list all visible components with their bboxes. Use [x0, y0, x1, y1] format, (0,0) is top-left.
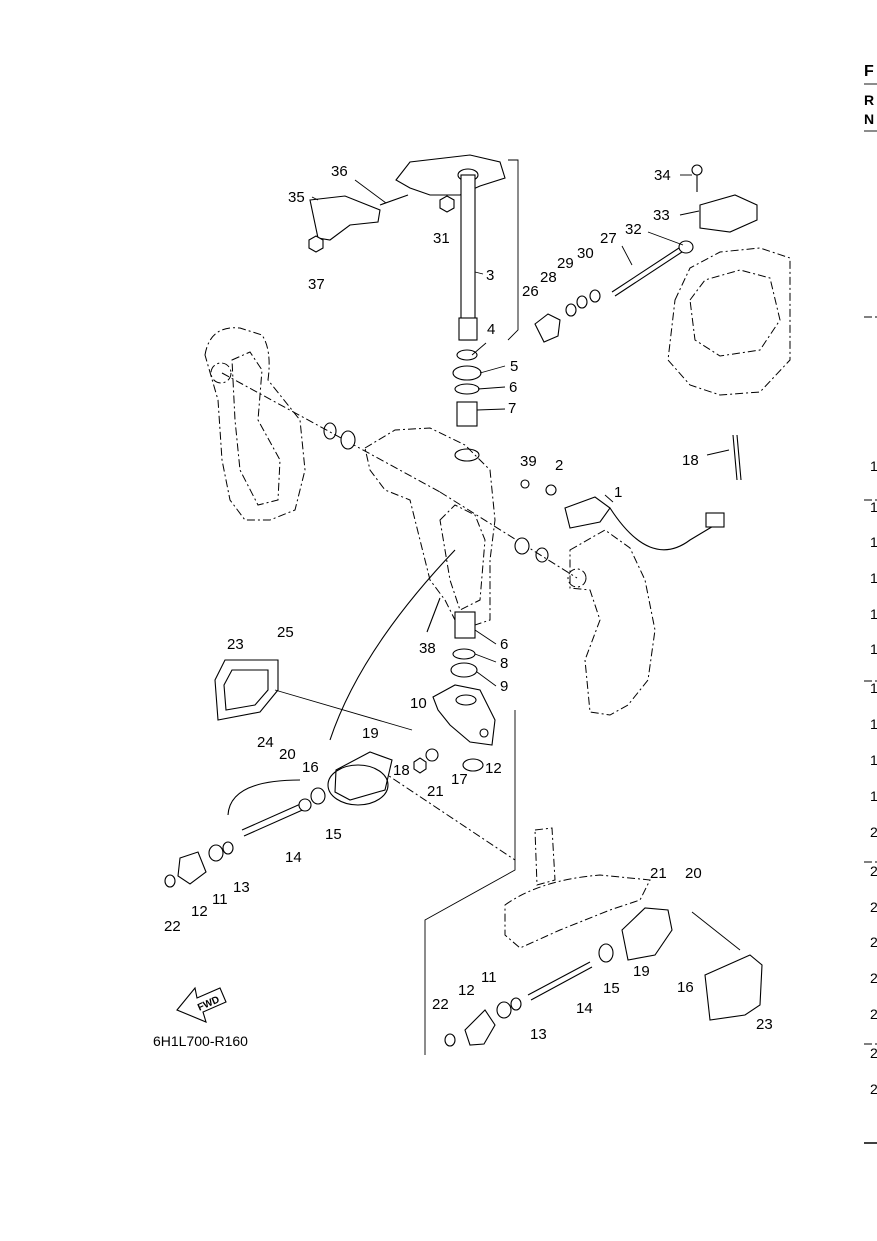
- phantom-outlines: [204, 247, 791, 949]
- edge-row-number: 2: [870, 1006, 877, 1022]
- callout-label: 19: [362, 725, 379, 742]
- callout-label: 11: [481, 969, 497, 986]
- edge-row-number: 2: [870, 824, 877, 840]
- edge-row-number: 1: [870, 788, 877, 804]
- figure-code: 6H1L700-R160: [153, 1033, 248, 1049]
- callout-label: 33: [653, 207, 670, 224]
- callout-label: 22: [164, 918, 181, 935]
- callout-label: 17: [451, 771, 468, 788]
- callout-label: 6: [500, 636, 508, 653]
- edge-row-number: 2: [870, 934, 877, 950]
- callout-label: 12: [458, 982, 475, 999]
- leader-lines: [311, 174, 730, 687]
- callout-label: 8: [500, 655, 508, 672]
- parts: [164, 154, 763, 1055]
- callout-label: 27: [600, 230, 617, 247]
- callout-label: 29: [557, 255, 574, 272]
- callout-label: 7: [508, 400, 516, 417]
- edge-row-number: 2: [870, 899, 877, 915]
- callout-label: 18: [682, 452, 699, 469]
- edge-row-number: 2: [870, 863, 877, 879]
- edge-row-number: 1: [870, 752, 877, 768]
- right-edge-column: F R N 1 1 1 1 1 1 1 1 1 1 2 2 2 2 2 2 2 …: [864, 63, 877, 1144]
- callout-label: 15: [325, 826, 342, 843]
- callout-label: 6: [509, 379, 517, 396]
- callout-label: 24: [257, 734, 274, 751]
- callout-label: 31: [433, 230, 450, 247]
- callout-label: 26: [522, 283, 539, 300]
- callout-label: 15: [603, 980, 620, 997]
- edge-row-number: 2: [870, 1081, 877, 1097]
- callout-label: 14: [576, 1000, 593, 1017]
- callout-label: 25: [277, 624, 294, 641]
- edge-row-number: 1: [870, 641, 877, 657]
- callout-label: 39: [520, 453, 537, 470]
- edge-row-number: 1: [870, 570, 877, 586]
- callout-label: 1: [614, 484, 622, 501]
- callout-label: 21: [650, 865, 667, 882]
- callout-label: 13: [233, 879, 250, 896]
- edge-letter: N: [864, 111, 874, 127]
- callout-label: 28: [540, 269, 557, 286]
- callout-label: 23: [756, 1016, 773, 1033]
- edge-row-number: 1: [870, 534, 877, 550]
- callout-label: 36: [331, 163, 348, 180]
- callout-label: 4: [487, 321, 495, 338]
- edge-row-number: 1: [870, 499, 877, 515]
- edge-row-number: 1: [870, 458, 877, 474]
- edge-row-number: 2: [870, 1045, 877, 1061]
- fwd-arrow-icon: [176, 986, 227, 1023]
- callout-label: 38: [419, 640, 436, 657]
- edge-row-number: 1: [870, 606, 877, 622]
- callout-label: 16: [677, 979, 694, 996]
- edge-row-number: 1: [870, 680, 877, 696]
- callout-label: 22: [432, 996, 449, 1013]
- callout-label: 18: [393, 762, 410, 779]
- callout-label: 32: [625, 221, 642, 238]
- callout-label: 12: [191, 903, 208, 920]
- callout-label: 14: [285, 849, 302, 866]
- callout-label: 19: [633, 963, 650, 980]
- edge-row-number: 2: [870, 970, 877, 986]
- callout-label: 3: [486, 267, 494, 284]
- callout-label: 37: [308, 276, 325, 293]
- callout-label: 9: [500, 678, 508, 695]
- edge-letter: F: [864, 63, 874, 80]
- callout-label: 10: [410, 695, 427, 712]
- callout-label: 5: [510, 358, 518, 375]
- callout-label: 35: [288, 189, 305, 206]
- callout-label: 11: [212, 891, 228, 908]
- callout-labels: 1 2 3 4 5 6 7 6 8 9 10 12 17 21 18 19 24…: [164, 163, 773, 1043]
- callout-label: 12: [485, 760, 502, 777]
- callout-label: 23: [227, 636, 244, 653]
- callout-label: 30: [577, 245, 594, 262]
- callout-label: 13: [530, 1026, 547, 1043]
- callout-label: 16: [302, 759, 319, 776]
- callout-label: 20: [685, 865, 702, 882]
- edge-letter: R: [864, 92, 874, 108]
- edge-row-number: 1: [870, 716, 877, 732]
- callout-label: 21: [427, 783, 444, 800]
- callout-label: 2: [555, 457, 563, 474]
- callout-label: 20: [279, 746, 296, 763]
- callout-label: 34: [654, 167, 671, 184]
